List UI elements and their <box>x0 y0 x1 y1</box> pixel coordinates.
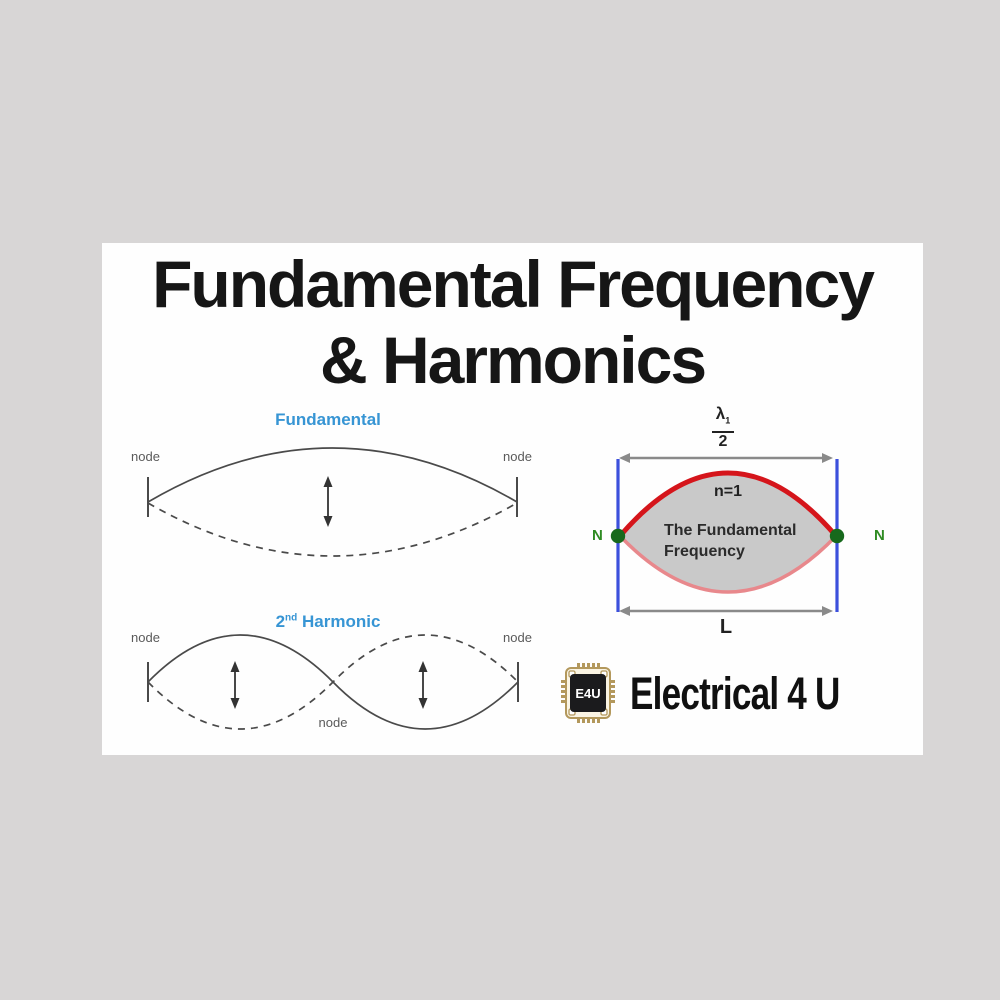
page-title: Fundamental Frequency & Harmonics <box>102 246 923 398</box>
harmonic-number: 2 <box>275 612 286 631</box>
node-label-right: node <box>503 630 532 645</box>
e4u-chip-icon: E4U <box>561 663 615 723</box>
brand-name: Electrical 4 U <box>630 668 840 719</box>
title-line-2: & Harmonics <box>319 323 707 397</box>
harmonic-word: Harmonic <box>302 612 381 631</box>
fundamental-label: Fundamental <box>275 410 381 429</box>
node-n-label-left: N <box>592 527 603 544</box>
lambda-numerator: λ1 <box>703 404 743 430</box>
node-label-middle: node <box>318 715 348 730</box>
node-n-label-right: N <box>874 527 885 544</box>
second-harmonic-label: 2nd Harmonic <box>228 612 428 632</box>
node-label-left: node <box>131 449 160 464</box>
half-wavelength-fraction: λ1 2 <box>703 404 743 450</box>
lens-caption: The Fundamental Frequency <box>664 520 796 562</box>
fraction-bar <box>712 431 734 434</box>
harmonic-ordinal: nd <box>285 612 298 624</box>
length-label: L <box>719 616 733 638</box>
node-label-right: node <box>503 449 532 464</box>
lambda-symbol: λ <box>715 404 726 423</box>
caption-line-1: The Fundamental <box>664 522 797 539</box>
node-label-left: node <box>131 630 160 645</box>
mode-number-label: n=1 <box>713 483 742 500</box>
chip-text: E4U <box>575 686 600 701</box>
title-line-1: Fundamental Frequency <box>152 247 875 321</box>
lambda-subscript: 1 <box>725 415 731 426</box>
fraction-denominator: 2 <box>718 433 728 451</box>
caption-line-2: Frequency <box>664 543 745 560</box>
